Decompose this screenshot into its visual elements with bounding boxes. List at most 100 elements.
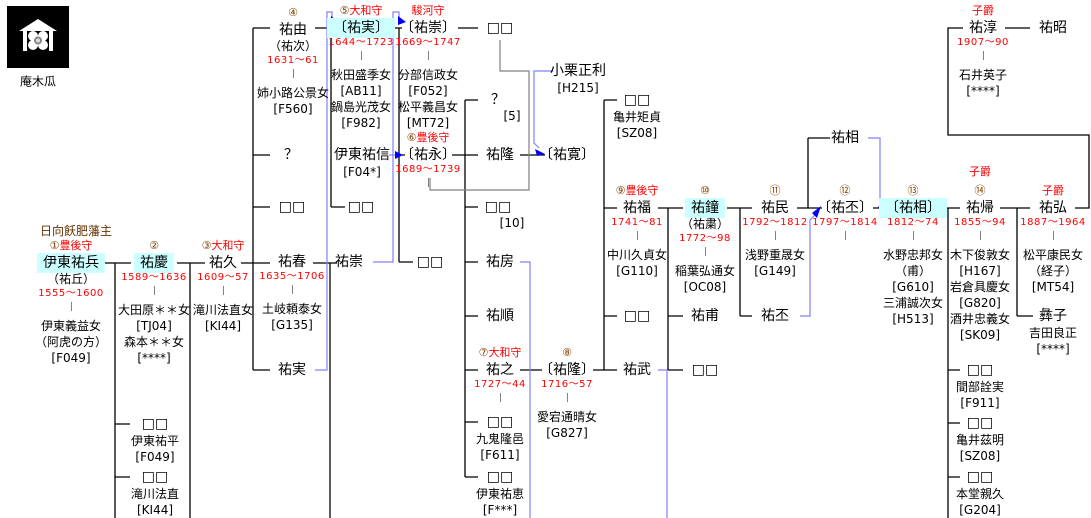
person-name[interactable]: 小栗正利 <box>550 63 606 79</box>
spouse-info: [H513] <box>892 312 934 326</box>
line-sukenori-children <box>177 262 205 518</box>
person-name[interactable]: □□ <box>141 416 169 432</box>
person-name[interactable]: □□ <box>966 362 994 378</box>
spouse-info: [F911] <box>960 396 1000 410</box>
person-name[interactable]: □□ <box>416 254 444 270</box>
spouse-tick <box>293 69 294 78</box>
person-name[interactable]: 〔祐永〕 <box>400 147 456 163</box>
line-sukeatsu-children <box>727 207 752 317</box>
person-name[interactable]: 〔祐相〕 <box>879 198 947 218</box>
person-name[interactable]: 祐春 <box>278 254 306 270</box>
person-name[interactable]: □□ <box>141 469 169 485</box>
line-suketami-children <box>797 137 830 209</box>
person-name[interactable]: 祐慶 <box>134 253 174 273</box>
rank-number: ⑨ <box>615 184 626 197</box>
person-name[interactable]: 祐昭 <box>1039 20 1067 36</box>
person-name[interactable]: 祐実 <box>278 362 306 378</box>
person-name[interactable]: 祐淳 <box>969 20 997 36</box>
person-name[interactable]: 祐丕 <box>761 308 789 324</box>
line-suketake-children <box>104 262 131 518</box>
person-name[interactable]: □□ <box>966 469 994 485</box>
spouse-info: 土岐頼泰女 <box>261 302 323 316</box>
person-years: 1555〜1600 <box>38 288 104 299</box>
adoption-line-suketake2 <box>658 369 668 518</box>
person-name[interactable]: □□ <box>484 199 512 215</box>
person-name[interactable]: 〔祐崇〕 <box>400 20 456 36</box>
rank-title: ⑧ <box>562 346 572 360</box>
rank-title: ② <box>149 239 159 253</box>
person-name[interactable]: 祐鐘 <box>685 198 725 218</box>
line-sukeyoshi2-children <box>658 207 683 371</box>
person-name[interactable]: 祐相 <box>831 130 859 146</box>
spouse-tick <box>71 302 72 311</box>
rank-title: ④ <box>288 6 298 20</box>
person-name[interactable]: ？ <box>491 92 505 108</box>
person-name[interactable]: 祐房 <box>486 254 514 270</box>
arrow-icon <box>398 16 406 25</box>
person-years: 1609〜57 <box>197 272 249 283</box>
spouse-info: 滝川法直女 <box>192 303 254 317</box>
rank-number: ① <box>49 239 60 252</box>
person-name[interactable]: 祐之 <box>486 362 514 378</box>
person-name[interactable]: □□ <box>486 20 514 36</box>
person-name[interactable]: 伊東祐信 <box>334 147 390 163</box>
person-name[interactable]: 祐民 <box>761 200 789 216</box>
person-name[interactable]: 〔祐寛〕 <box>539 147 595 163</box>
rank-number: ⑬ <box>907 184 919 197</box>
court-title: 子爵 <box>1042 184 1064 197</box>
person-name[interactable]: 祐弘 <box>1039 200 1067 216</box>
person-name[interactable]: ？ <box>284 147 298 163</box>
rank-title: 子爵 <box>1042 184 1064 198</box>
spouse-info: [H167] <box>959 264 1001 278</box>
person-years: 1727〜44 <box>474 379 526 390</box>
person-name[interactable]: 祐隆 <box>486 147 514 163</box>
person-name[interactable]: □□ <box>486 414 514 430</box>
rank-title: 駿河守 <box>412 4 445 18</box>
person-name[interactable]: □□ <box>486 469 514 485</box>
person-name[interactable]: 〔祐丕〕 <box>817 200 873 216</box>
spouse-info: 亀井茲明 <box>955 433 1005 447</box>
adoption-line-oguri <box>533 70 553 149</box>
person-name[interactable]: □□ <box>966 415 994 431</box>
person-years: 1812〜74 <box>887 217 939 228</box>
person-name[interactable]: □□ <box>623 92 651 108</box>
person-name[interactable]: 祐崇 <box>335 254 363 270</box>
person-name[interactable]: 祐甫 <box>691 308 719 324</box>
court-title: 大和守 <box>349 4 383 17</box>
person-name[interactable]: 祐福 <box>623 200 651 216</box>
rank-number: ⑪ <box>769 184 781 197</box>
line-sukesuke-children <box>937 207 960 518</box>
person-name[interactable]: □□ <box>691 362 719 378</box>
person-name[interactable]: 祐帰 <box>966 200 994 216</box>
rank-title: 子爵 <box>972 4 994 18</box>
spouse-tick <box>705 247 706 256</box>
adoption-line-sukesuke <box>868 137 885 203</box>
spouse-tick <box>500 393 501 402</box>
person-name[interactable]: 彝子 <box>1039 308 1067 324</box>
person-name[interactable]: 祐由 <box>279 22 307 38</box>
person-name[interactable]: □□ <box>347 199 375 215</box>
spouse-info: [F049] <box>51 351 91 365</box>
peerage-title: 子爵 <box>969 165 991 178</box>
spouse-tick <box>428 178 429 187</box>
person-name[interactable]: 祐久 <box>209 255 237 271</box>
person-name[interactable]: 伊東祐兵 <box>37 253 105 273</box>
rank-title: ⑦大和守 <box>479 346 522 360</box>
person-name[interactable]: 祐武 <box>623 362 651 378</box>
person-years: 1689〜1739 <box>395 164 461 175</box>
person-name[interactable]: 祐順 <box>486 308 514 324</box>
spouse-info: [H215] <box>557 81 599 95</box>
person-name[interactable]: 〔祐隆〕 <box>539 362 595 378</box>
spouse-info: 秋田盛季女 <box>330 68 392 82</box>
spouse-info: [OC08] <box>683 280 727 294</box>
spouse-info: 大田原＊＊女 <box>117 303 191 317</box>
person-name[interactable]: □□ <box>623 308 651 324</box>
line-sukekoto-children <box>1000 207 1033 317</box>
person-name[interactable]: 〔祐実〕 <box>327 18 395 38</box>
line-sukeharu-children <box>313 262 337 518</box>
line-suketaka3-children <box>593 99 617 371</box>
spouse-info: [****] <box>1036 342 1070 356</box>
person-name[interactable]: □□ <box>278 199 306 215</box>
spouse-info: [TJ04] <box>136 319 172 333</box>
rank-title: ⑨豊後守 <box>616 184 659 198</box>
